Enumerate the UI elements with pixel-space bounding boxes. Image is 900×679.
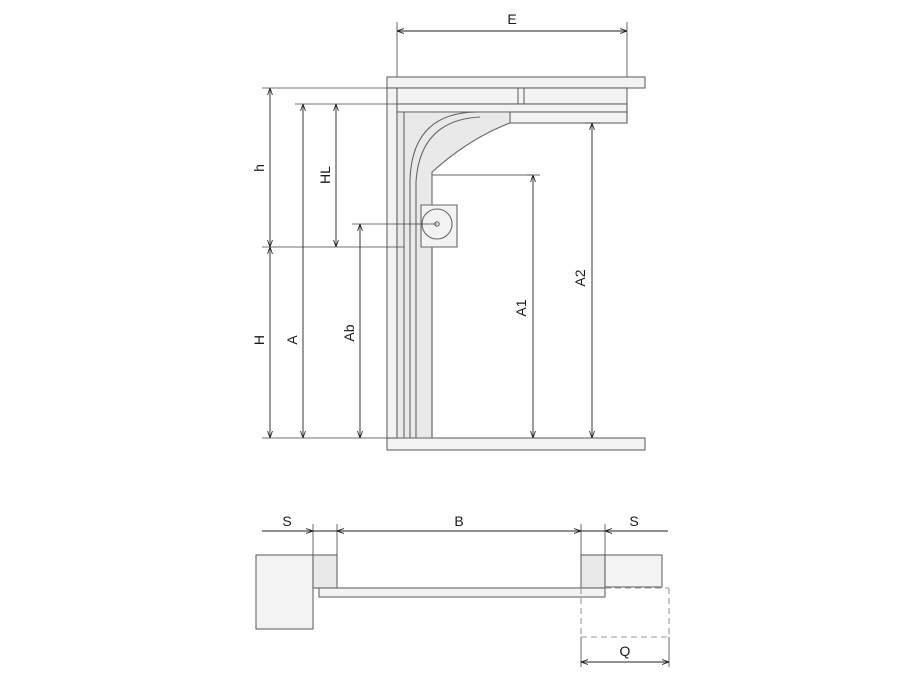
label-b: B [454,513,463,529]
label-hl: HL [317,166,333,184]
door-leaf [318,587,606,598]
door-panel-curve [409,111,479,438]
floor-slab [386,437,646,451]
label-s-right: S [629,513,638,529]
label-q: Q [620,643,631,659]
door-panel-curve-inner [415,116,481,438]
label-a: A [284,335,300,345]
label-e: E [507,11,516,27]
left-wall [255,554,314,630]
label-a1: A1 [513,299,529,316]
header-plate [396,87,628,105]
lintel-wall [386,87,398,439]
ceiling-slab [386,76,646,89]
horizontal-track [509,111,628,124]
right-wall [604,554,663,588]
right-jamb [580,554,606,589]
label-a2: A2 [572,269,588,286]
label-h-small: h [251,164,267,172]
side-section-view: E h HL H A Ab A1 A2 [251,11,646,451]
label-h-large: H [251,335,267,345]
label-s-left: S [282,513,291,529]
horizontal-rail [396,103,628,113]
curved-track [396,111,511,439]
plan-view: S B S Q [255,513,670,667]
left-jamb [312,554,338,589]
label-ab: Ab [341,324,357,341]
